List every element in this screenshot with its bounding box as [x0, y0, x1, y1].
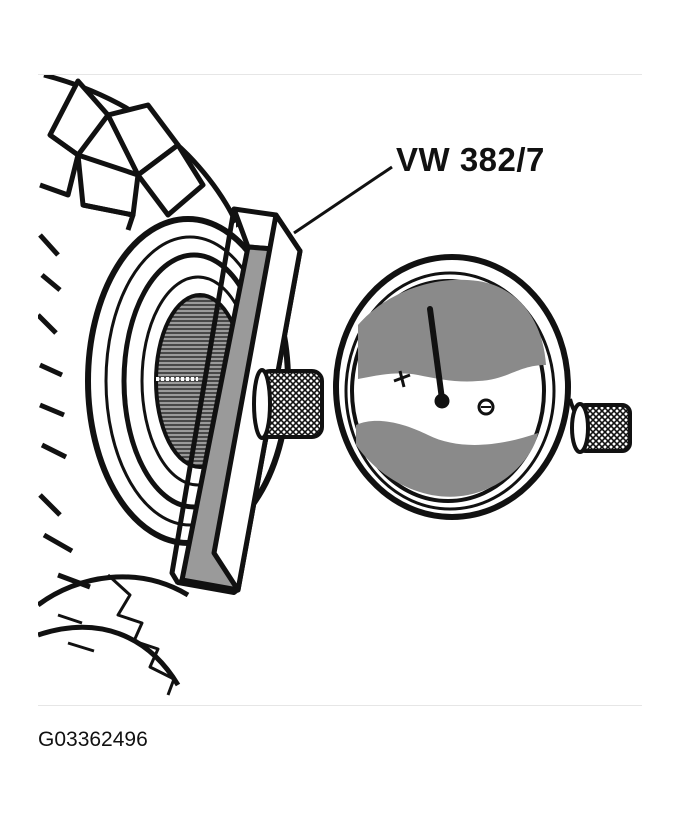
figure-id: G03362496	[38, 728, 148, 751]
callout-label: VW 382/7	[396, 141, 545, 178]
housing-lower	[38, 573, 190, 696]
housing-casting	[38, 75, 239, 590]
knurled-stem	[252, 368, 324, 440]
dial-gauge	[333, 254, 571, 520]
callout-leader-line	[293, 165, 393, 235]
gauge-knob	[568, 398, 632, 454]
illustration-drawing	[38, 75, 632, 696]
technical-illustration: VW 382/7	[38, 74, 642, 706]
